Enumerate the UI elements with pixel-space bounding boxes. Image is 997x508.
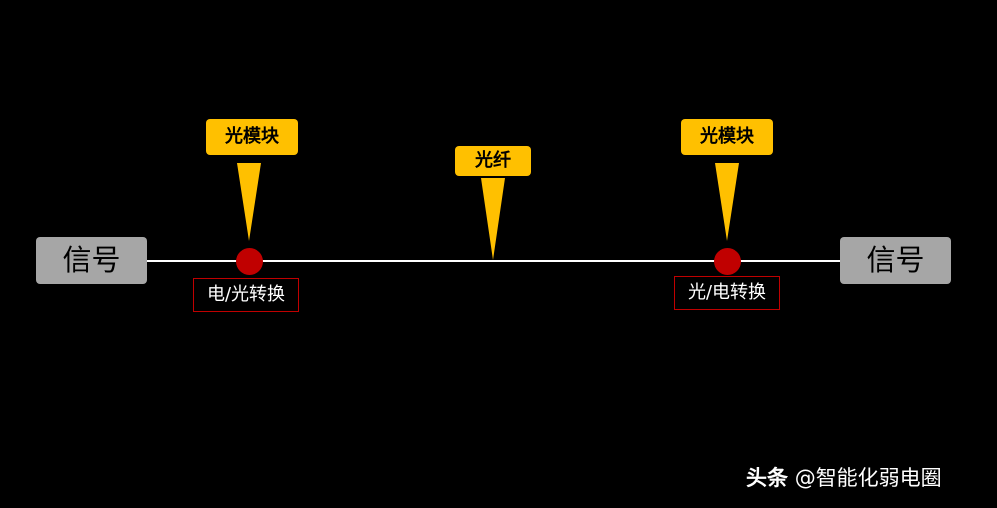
optical-module-label-left: 光模块: [206, 119, 298, 155]
conversion-node-right: [714, 248, 741, 275]
watermark-brand: 头条: [746, 466, 788, 490]
optical-module-label-right: 光模块: [681, 119, 773, 155]
fiber-line: [146, 260, 842, 262]
callout-pointer-left: [237, 163, 261, 241]
watermark: 头条 @智能化弱电圈: [746, 462, 986, 492]
conversion-node-left: [236, 248, 263, 275]
fiber-label: 光纤: [455, 146, 531, 176]
callout-pointer-right: [715, 163, 739, 241]
signal-box-left: 信号: [36, 237, 147, 284]
callout-pointer-mid: [481, 178, 505, 260]
electric-to-optical-label: 电/光转换: [193, 278, 299, 312]
signal-box-right: 信号: [840, 237, 951, 284]
watermark-handle: @智能化弱电圈: [794, 466, 942, 490]
optical-to-electric-label: 光/电转换: [674, 276, 780, 310]
